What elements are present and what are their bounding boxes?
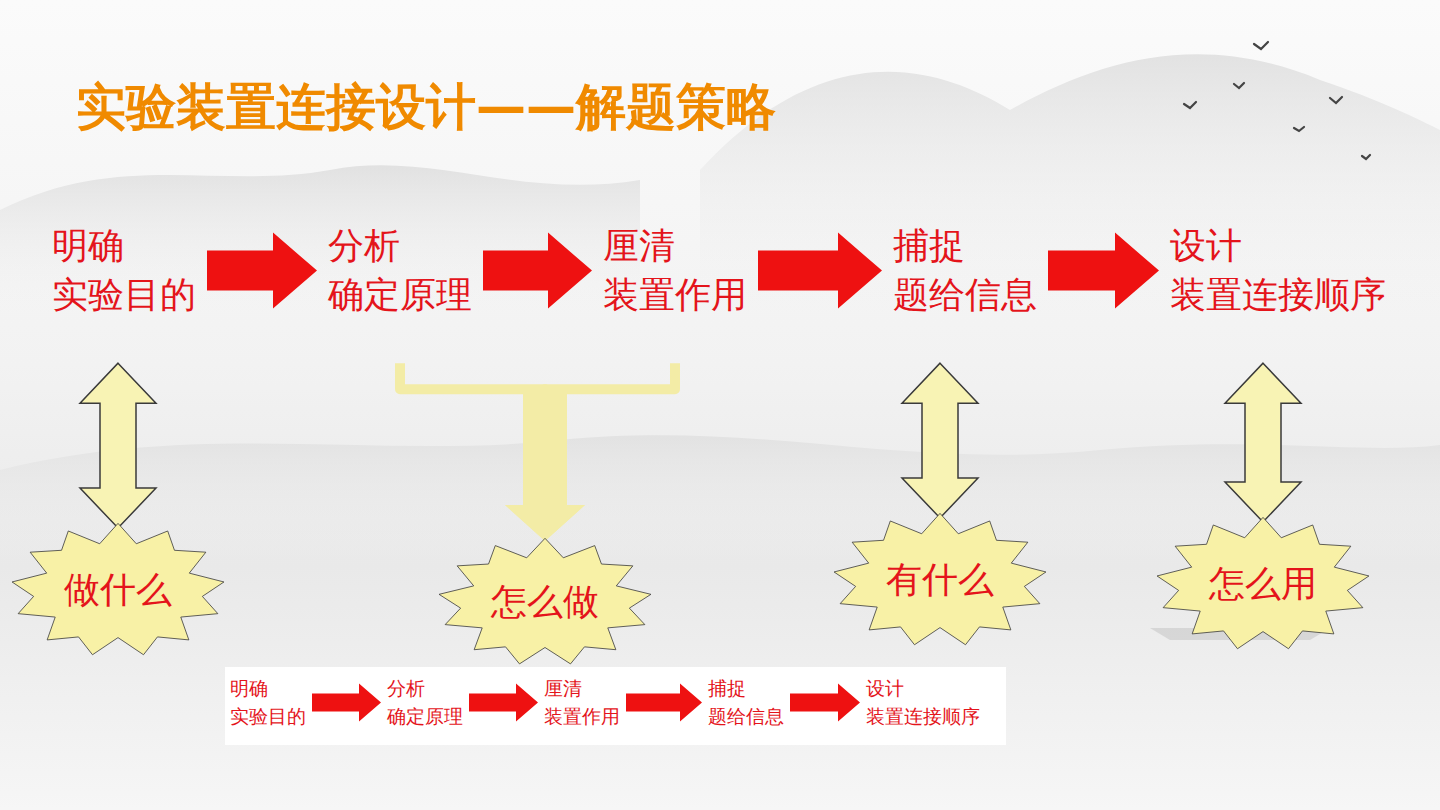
step-text: 分析 确定原理 — [387, 675, 463, 730]
step-text: 分析 确定原理 — [328, 222, 472, 319]
step-text: 厘清 装置作用 — [603, 222, 747, 319]
step-label: 捕捉 题给信息 — [708, 675, 784, 730]
double-arrow — [80, 363, 156, 528]
step-text: 捕捉 题给信息 — [708, 675, 784, 730]
callout-text: 有什么 — [886, 556, 994, 605]
starburst-callout: 怎么用 — [1154, 516, 1372, 652]
starburst-callout: 做什么 — [9, 522, 227, 658]
step-text: 设计 装置连接顺序 — [866, 675, 980, 730]
callout-text: 怎么做 — [491, 578, 599, 627]
step-text: 设计 装置连接顺序 — [1170, 222, 1386, 319]
flow-arrow — [758, 233, 882, 309]
starburst-callout: 怎么做 — [436, 537, 654, 667]
mountain — [700, 54, 1440, 330]
flow-arrow — [312, 684, 381, 722]
flow-arrow — [483, 233, 592, 309]
flow-arrow — [207, 233, 317, 309]
flow-arrow — [626, 684, 702, 722]
step-text: 厘清 装置作用 — [544, 675, 620, 730]
flow-arrow — [469, 684, 538, 722]
birds — [1184, 42, 1370, 159]
starburst-outline — [439, 538, 651, 664]
step-label: 厘清 装置作用 — [603, 222, 747, 319]
step-label: 分析 确定原理 — [328, 222, 472, 319]
callout-text: 怎么用 — [1209, 560, 1317, 609]
step-label: 分析 确定原理 — [387, 675, 463, 730]
flow-arrow — [790, 684, 860, 722]
double-arrow — [902, 363, 978, 518]
step-label: 设计 装置连接顺序 — [866, 675, 980, 730]
step-label: 设计 装置连接顺序 — [1170, 222, 1386, 319]
bracket-trunk — [523, 389, 567, 507]
starburst-outline — [12, 523, 224, 654]
step-text: 明确 实验目的 — [230, 675, 306, 730]
double-arrow — [1225, 363, 1301, 522]
step-label: 厘清 装置作用 — [544, 675, 620, 730]
slide-title: 实验装置连接设计——解题策略 — [76, 74, 776, 141]
callout-text: 做什么 — [64, 566, 172, 615]
starburst-callout: 有什么 — [831, 512, 1049, 648]
summary-strip — [225, 667, 1006, 745]
step-text: 明确 实验目的 — [52, 222, 196, 319]
step-text: 捕捉 题给信息 — [893, 222, 1037, 319]
bracket-arrowhead — [505, 505, 585, 541]
step-label: 明确 实验目的 — [52, 222, 196, 319]
mountain — [0, 165, 640, 320]
step-label: 捕捉 题给信息 — [893, 222, 1037, 319]
flow-arrow — [1048, 233, 1159, 309]
starburst-outline — [834, 513, 1046, 644]
bracket-arrowhead — [505, 505, 585, 541]
step-label: 明确 实验目的 — [230, 675, 306, 730]
bracket-trunk — [523, 389, 567, 507]
starburst-outline — [1157, 517, 1369, 648]
